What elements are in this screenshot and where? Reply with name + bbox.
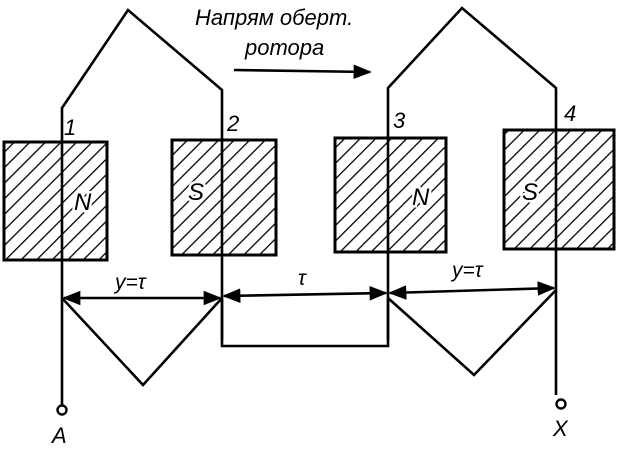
terminal-label-a: A (50, 423, 67, 448)
rotation-caption-line-1: Напрям оберт. (195, 5, 353, 30)
pole-label-2: S (188, 179, 204, 206)
conductor-label-4: 4 (564, 101, 576, 126)
pole-block-3 (333, 136, 448, 254)
pole-label-3: N (412, 184, 430, 211)
upper-end-connection-1-2 (60, 8, 224, 378)
pole-label-4: S (522, 179, 538, 206)
pole-label-1: N (74, 189, 92, 216)
terminal-label-x: X (552, 416, 569, 441)
pole-block-4 (502, 128, 616, 251)
lower-end-connection-3-4 (387, 289, 557, 377)
pitch-label-3: y=τ (450, 259, 484, 282)
lower-end-connection-1-2 (61, 297, 223, 387)
pitch-label-2: τ (298, 267, 307, 290)
pitch-arrow-3-4 (388, 281, 556, 300)
pitch-label-1: y=τ (113, 271, 147, 294)
pole-block-1 (2, 140, 109, 262)
upper-end-connection-3-4 (386, 6, 558, 395)
pole-block-2 (170, 138, 278, 257)
rotation-direction-arrow (233, 64, 372, 80)
terminal-x-icon (555, 398, 567, 410)
terminal-a-icon (56, 404, 68, 416)
conductor-label-1: 1 (64, 115, 76, 140)
lower-jumper-2-3 (220, 298, 390, 348)
rotation-caption-line-2: ротора (244, 35, 324, 60)
conductor-label-2: 2 (226, 111, 239, 136)
pitch-arrow-2-3 (222, 286, 388, 303)
conductor-label-3: 3 (393, 108, 406, 133)
